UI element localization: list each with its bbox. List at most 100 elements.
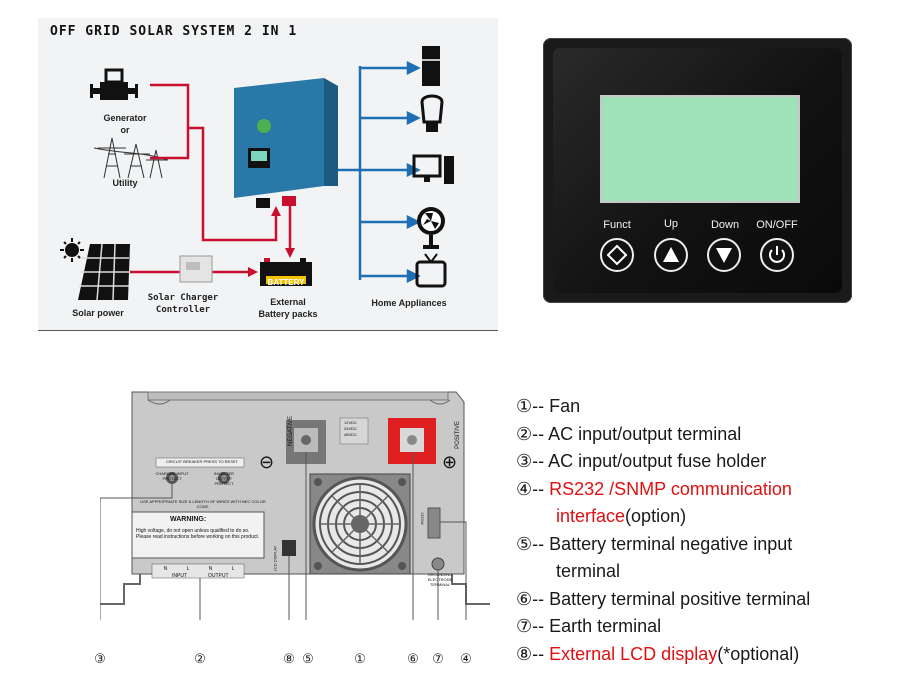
inverter-output-label: INVERTER OUTPUT PROTECT [213, 471, 235, 486]
legend-text: AC input/output terminal [548, 424, 742, 444]
callout-2: ② [194, 651, 206, 666]
output-label: OUTPUT [208, 573, 229, 579]
legend-item-battery-negative-cont: terminal [556, 561, 620, 582]
sun-icon [60, 238, 84, 262]
inverter-unit-icon [234, 78, 338, 208]
up-button[interactable] [654, 238, 688, 272]
terminal-label: N [163, 566, 168, 572]
lcd-screen [600, 95, 800, 203]
inverter-rear-panel [100, 391, 490, 620]
legend-number: ④ [516, 479, 533, 500]
legend-separator: -- [532, 534, 550, 554]
voltage-label: 48VDC [344, 432, 357, 437]
charger-input-label: CHARGER INPUT PROTECT [155, 471, 189, 481]
voltage-labels: 12VDC 24VDC 48VDC [344, 420, 357, 438]
legend-text: (*optional) [717, 644, 800, 664]
terminal-label: L [231, 566, 235, 572]
legend-separator: -- [532, 479, 550, 499]
up-button-label: Up [663, 218, 679, 230]
legend-item-ac-terminal: ②-- AC input/output terminal [516, 424, 741, 445]
callout-5: ⑤ [302, 651, 314, 666]
circuit-breaker-label: CIRCUIT BREAKER PRESS TO RESET [165, 459, 239, 464]
television-icon [415, 253, 447, 288]
callout-7: ⑦ [432, 651, 444, 666]
legend-number: ⑧ [516, 644, 533, 665]
plus-symbol: ⊕ [442, 452, 458, 472]
down-button-label: Down [710, 219, 740, 231]
solar-panel-icon [78, 243, 130, 301]
legend-text: (option) [625, 506, 687, 526]
callout-3: ③ [94, 651, 106, 666]
lcd-display-port-label: LCD DISPLAY [272, 545, 278, 572]
legend-item-battery-negative: ⑤-- Battery terminal negative input [516, 534, 792, 555]
warning-title: WARNING: [170, 516, 207, 523]
charger-label-line1: Solar Charger [147, 293, 219, 303]
external-label: External [270, 297, 306, 307]
wire-note: USE APPROPRIATE SIZE & LENGTH OF WIRES W… [140, 499, 266, 509]
legend-number: ⑥ [516, 589, 533, 610]
down-button[interactable] [707, 238, 741, 272]
charger-label-line2: Controller [155, 305, 211, 315]
legend-separator: -- [532, 616, 550, 636]
power-icon [769, 246, 785, 263]
legend-text: Battery terminal negative input [549, 534, 793, 554]
legend-text: Battery terminal positive terminal [549, 589, 811, 609]
legend-item-fuse-holder: ③-- AC input/output fuse holder [516, 451, 766, 472]
home-appliances-label: Home Appliances [371, 298, 447, 308]
legend-number: ② [516, 424, 533, 445]
battery-packs-label: Battery packs [258, 309, 318, 319]
triangle-up-icon [663, 247, 679, 262]
fan-icon [417, 207, 445, 249]
computer-icon [412, 154, 454, 184]
legend-item-earth: ⑦-- Earth terminal [516, 616, 661, 637]
diamond-icon [606, 244, 628, 266]
callout-8: ⑧ [283, 651, 295, 666]
legend-text: terminal [556, 561, 621, 581]
battery-icon [260, 258, 312, 286]
legend-item-lcd-display: ⑧-- External LCD display(*optional) [516, 644, 799, 665]
callout-6: ⑥ [407, 651, 419, 666]
callout-4: ④ [460, 651, 472, 666]
terminal-label: L [186, 566, 190, 572]
system-title: OFF GRID SOLAR SYSTEM 2 IN 1 [50, 24, 298, 39]
generator-label: Generator [103, 113, 147, 123]
input-label: INPUT [172, 573, 187, 579]
legend-separator: -- [532, 589, 550, 609]
funct-button-label: Funct [603, 219, 631, 231]
legend-text: Earth terminal [549, 616, 662, 636]
divider [38, 330, 498, 331]
grounding-label: GROUNDING ELECTRODE TERMINAL [427, 572, 453, 587]
callout-1: ① [354, 651, 366, 666]
triangle-down-icon [716, 248, 732, 263]
legend-item-rs232: ④-- RS232 /SNMP communication [516, 479, 792, 500]
legend-text: Fan [549, 396, 581, 416]
generator-icon [90, 68, 138, 100]
battery-tag: BATTERY [267, 278, 305, 287]
onoff-button-label: ON/OFF [756, 219, 798, 231]
onoff-button[interactable] [760, 238, 794, 272]
legend-separator: -- [532, 424, 549, 444]
legend-item-fan: ①-- Fan [516, 396, 580, 417]
or-label: or [120, 125, 130, 135]
legend-item-battery-positive: ⑥-- Battery terminal positive terminal [516, 589, 810, 610]
voltage-label: 12VDC [344, 420, 357, 425]
utility-label: Utility [112, 178, 138, 188]
negative-label: NEGATIVE [287, 416, 294, 446]
legend-text-red: interface [556, 506, 626, 526]
legend-number: ① [516, 396, 533, 417]
system-diagram-svg [60, 46, 454, 301]
voltage-label: 24VDC [344, 426, 357, 431]
minus-symbol: ⊖ [259, 452, 275, 472]
legend-separator: -- [532, 644, 550, 664]
legend-number: ⑤ [516, 534, 533, 555]
legend-number: ⑦ [516, 616, 533, 637]
light-bulb-icon [420, 94, 444, 132]
charger-controller-icon [179, 255, 213, 283]
warning-text: High voltage, do not open unless qualifi… [136, 528, 260, 540]
solar-power-label: Solar power [72, 308, 124, 318]
terminal-labels: N L N L [154, 566, 244, 572]
funct-button[interactable] [600, 238, 634, 272]
legend-text-red: External LCD display [549, 644, 718, 664]
fridge-icon [422, 46, 440, 86]
legend-text: AC input/output fuse holder [548, 451, 767, 471]
